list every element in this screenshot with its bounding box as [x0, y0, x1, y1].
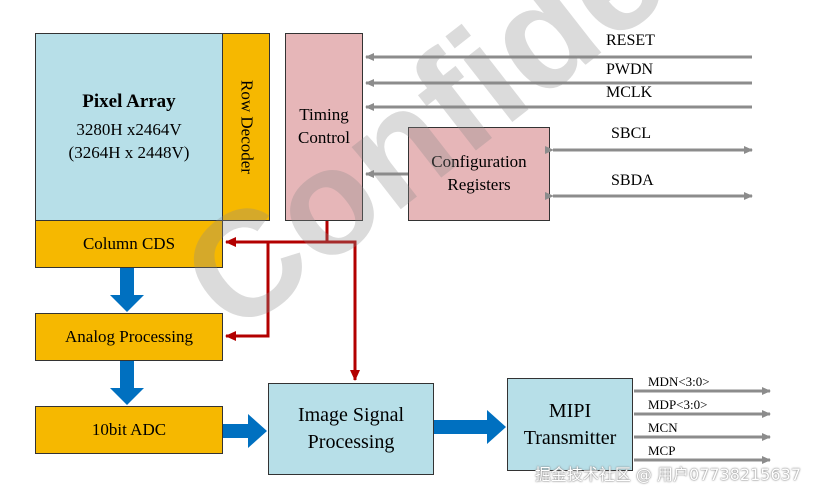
sbcl-label: SBCL: [611, 125, 652, 142]
timing-to-isp-arrow: [327, 240, 360, 381]
analog-processing-block: Analog Processing: [35, 313, 223, 361]
pixel-array-resolution: 3280H x2464V: [76, 119, 182, 139]
mipi-transmitter-block: MIPI Transmitter: [507, 378, 633, 471]
mipi-transmitter-label: MIPI Transmitter: [523, 399, 617, 449]
adc-label: 10bit ADC: [91, 419, 167, 439]
timing-to-analog-arrow: [225, 242, 270, 341]
configuration-registers-block: Configuration Registers: [408, 127, 550, 221]
row-decoder-label: Row Decoder: [237, 80, 257, 174]
mcp-label: MCP: [648, 443, 676, 458]
sbda-label: SBDA: [611, 172, 654, 189]
pwdn-label: PWDN: [606, 61, 654, 78]
analog-to-adc-arrow: [110, 361, 144, 405]
row-decoder-block: Row Decoder: [222, 33, 270, 221]
column-cds-label: Column CDS: [82, 233, 176, 253]
image-signal-processing-label: Image Signal Processing: [297, 404, 405, 453]
source-credit: 掘金技术社区 @ 用户07738215637: [534, 465, 801, 484]
pixel-array-block: Pixel Array 3280H x2464V (3264H x 2448V): [35, 33, 223, 221]
reset-label: RESET: [606, 32, 655, 49]
analog-processing-label: Analog Processing: [65, 326, 193, 346]
image-signal-processing-block: Image Signal Processing: [268, 383, 434, 475]
pixel-array-active-resolution: (3264H x 2448V): [68, 142, 190, 162]
isp-to-mipi-arrow: [434, 410, 506, 444]
mdn-label: MDN<3:0>: [648, 374, 710, 389]
timing-control-block: Timing Control: [285, 33, 363, 221]
mcn-label: MCN: [648, 420, 678, 435]
adc-block: 10bit ADC: [35, 406, 223, 454]
pixel-array-title: Pixel Array: [82, 91, 176, 113]
adc-to-isp-arrow: [223, 414, 267, 448]
configuration-registers-label: Configuration Registers: [431, 152, 527, 194]
column-cds-block: Column CDS: [35, 220, 223, 268]
cds-to-analog-arrow: [110, 268, 144, 312]
mdp-label: MDP<3:0>: [648, 397, 708, 412]
mclk-label: MCLK: [606, 84, 653, 101]
timing-control-label: Timing Control: [298, 105, 350, 147]
